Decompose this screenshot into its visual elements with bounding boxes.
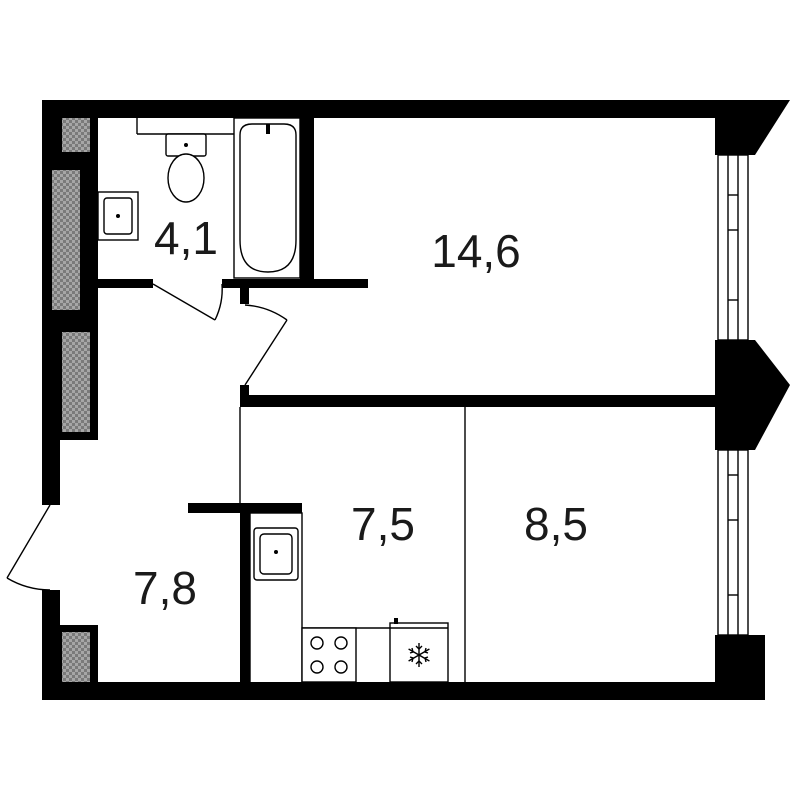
washbasin-icon [97, 191, 139, 241]
sink-icon [253, 527, 299, 581]
stove-icon [301, 627, 357, 683]
kitchen-fixtures [249, 512, 449, 684]
fridge-snowflake-icon [389, 618, 449, 683]
bathroom-area: 4,1 [154, 212, 218, 264]
toilet-icon [165, 133, 207, 203]
windows [717, 154, 749, 636]
bedroom-area: 14,6 [431, 225, 521, 277]
kitchen-area: 7,5 [351, 498, 415, 550]
living-area: 8,5 [524, 498, 588, 550]
bathtub-icon [233, 117, 301, 279]
interior-walls [98, 118, 715, 683]
ventilation-shafts [52, 118, 90, 682]
room-labels: 4,1 14,6 7,5 8,5 7,8 [133, 212, 588, 614]
bathroom-fixtures [97, 117, 301, 279]
doors [6, 283, 288, 591]
hallway-area: 7,8 [133, 562, 197, 614]
